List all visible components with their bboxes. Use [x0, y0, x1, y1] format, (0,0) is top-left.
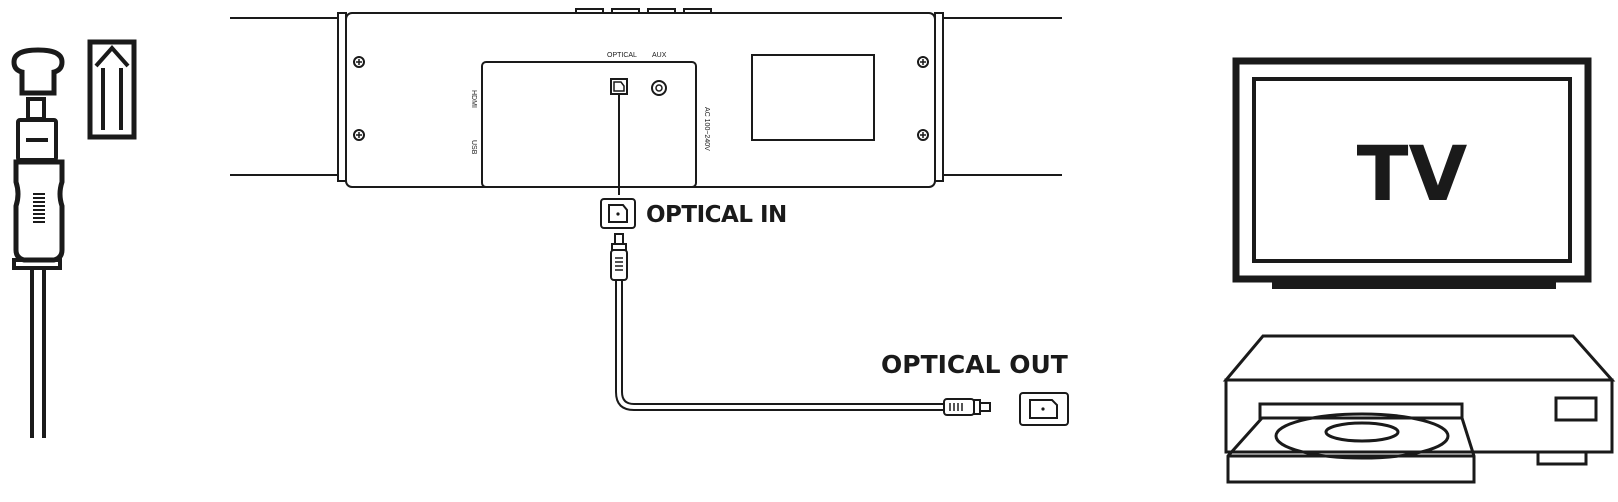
- aux-port-icon: [651, 80, 667, 96]
- connector-grip-icon: [33, 193, 45, 223]
- soundbar-top-buttons: [575, 8, 712, 13]
- optical-plug-top-icon: [610, 233, 628, 281]
- player-display: [1554, 396, 1598, 422]
- dvd-player-device: [1222, 334, 1616, 484]
- optical-out-label: OPTICAL OUT: [881, 350, 1068, 379]
- tv-screen: [1252, 77, 1572, 263]
- disc-icon: [1274, 412, 1450, 460]
- soundbar-left-end: [337, 12, 347, 182]
- optical-cable-connection: OPTICAL IN OPTICAL OUT: [600, 94, 1069, 426]
- optical-out-port-icon: [1019, 392, 1069, 426]
- screw-icons: [353, 56, 929, 141]
- port-panel: [481, 61, 697, 188]
- optical-plug-right-icon: [943, 398, 991, 416]
- optical-cable-icon: [615, 280, 944, 411]
- tv-label: TV: [1357, 129, 1468, 218]
- usb-port-label: USB: [470, 140, 477, 155]
- optical-cable-cap-illustration: [11, 39, 137, 438]
- connector-tip-icon: [26, 97, 46, 121]
- optical-in-port-icon: [600, 198, 636, 229]
- dust-cap-icon: [11, 47, 65, 96]
- tv-device: TV: [1232, 57, 1592, 289]
- disc-tray-icon: [1226, 402, 1476, 484]
- aux-port-label: AUX: [652, 52, 667, 59]
- soundbar: OPTICAL AUX HDMI USB AC 100~240V: [230, 8, 1062, 188]
- soundbar-right-end: [934, 12, 944, 182]
- cable-icon: [30, 268, 46, 438]
- display-window: [751, 54, 875, 141]
- ac-power-label: AC 100~240V: [703, 107, 710, 151]
- up-arrow-icon: [87, 39, 137, 140]
- optical-port-label: OPTICAL: [607, 52, 637, 59]
- optical-in-label: OPTICAL IN: [646, 202, 787, 228]
- tv-stand-base: [1272, 279, 1556, 289]
- soundbar-back-panel: [345, 12, 936, 188]
- hdmi-port-label: HDMI: [470, 90, 477, 108]
